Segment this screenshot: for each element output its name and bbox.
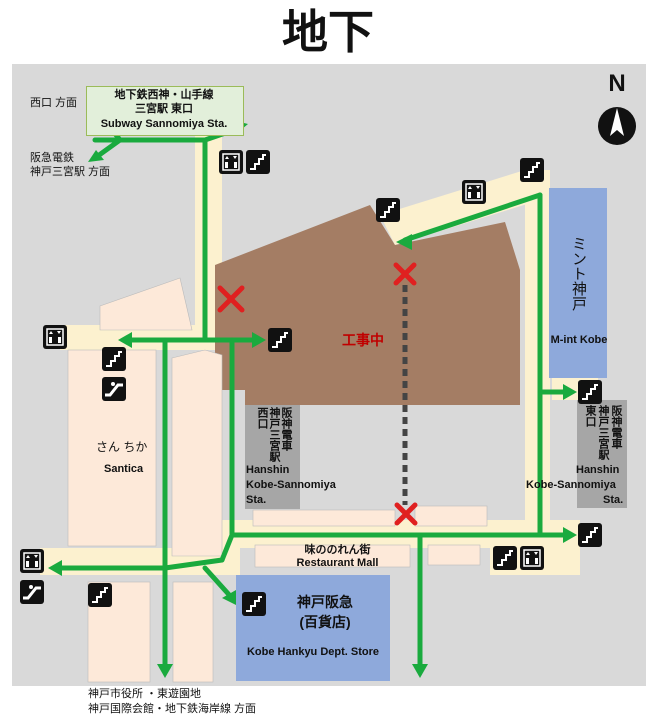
- arrow: [396, 234, 412, 250]
- mint-kobe-box: [549, 188, 607, 378]
- arrow: [563, 384, 577, 400]
- escalator-icon: [20, 580, 44, 604]
- subway-line1: 地下鉄西神・山手線: [114, 89, 214, 101]
- santica-jp: さん ちか: [96, 440, 148, 454]
- hanshin-east-box: [577, 400, 627, 508]
- construction-area: [215, 205, 520, 405]
- stairs-icon: [242, 592, 266, 616]
- hankyu-exit-label-2: 神戸三宮駅 方面: [30, 166, 111, 178]
- subway-station-box: [86, 86, 244, 136]
- hanshin-east-col1: 阪神電車: [610, 405, 622, 449]
- hanshin-east-col3: 東口: [584, 405, 596, 427]
- corridor-block: [414, 505, 488, 527]
- hanshin-east-col2: 神戸三宮駅: [597, 405, 609, 460]
- closed-x-icon: [393, 262, 417, 286]
- hanshin-west-col3: 西口: [256, 407, 268, 429]
- arrow: [118, 332, 132, 348]
- routes: [52, 105, 573, 673]
- hanshin-west-box: [245, 405, 300, 509]
- arrow: [222, 590, 238, 606]
- corridor-block: [252, 509, 396, 527]
- mint-kobe-jp: ミント神戸: [570, 236, 587, 311]
- hanshin-west-en2: Kobe-Sannomiya: [246, 479, 336, 491]
- hankyu-exit-label-1: 阪急電鉄: [30, 152, 74, 164]
- construction-label: 工事中: [342, 332, 384, 348]
- corridor-block: [172, 581, 214, 683]
- kobe-hankyu-line1: 神戸阪急: [297, 594, 353, 610]
- corridor-block: [254, 544, 411, 568]
- hanshin-west-col1: 阪神電車: [280, 407, 292, 451]
- stairs-icon: [376, 198, 400, 222]
- arrow: [412, 664, 428, 678]
- restaurant-jp: 味ののれん街: [304, 544, 371, 556]
- arrow: [157, 664, 173, 678]
- walkway: [380, 170, 540, 245]
- stairs-icon: [578, 523, 602, 547]
- elevator-icon: [520, 546, 544, 570]
- kobe-hankyu-line2: (百貨店): [299, 614, 351, 630]
- elevator-icon: [462, 180, 486, 204]
- mint-kobe-en: M-int Kobe: [550, 334, 608, 346]
- hanshin-west-col2: 神戸三宮駅: [268, 407, 280, 462]
- stairs-icon: [102, 347, 126, 371]
- hanshin-east-en3: Sta.: [603, 494, 624, 506]
- arrow: [563, 527, 577, 543]
- corridor-block: [99, 277, 193, 331]
- elevator-icon: [43, 325, 67, 349]
- closed-x-icon: [217, 285, 245, 313]
- kobe-hankyu-en: Kobe Hankyu Dept. Store: [246, 646, 380, 658]
- hanshin-west-en1: Hanshin: [246, 464, 290, 476]
- escalator-icon: [102, 377, 126, 401]
- hanshin-east-en2: Kobe-Sannomiya: [526, 479, 616, 491]
- subway-line3: Subway Sannomiya Sta.: [100, 118, 228, 130]
- south-exit-label-1: 神戸市役所 ・東遊園地: [88, 688, 202, 700]
- subway-line2: 三宮駅 東口: [134, 103, 194, 115]
- arrow: [252, 332, 266, 348]
- stairs-icon: [246, 150, 270, 174]
- stairs-icon: [268, 328, 292, 352]
- compass-letter: N: [608, 70, 626, 97]
- stairs-icon: [520, 158, 544, 182]
- elevator-icon: [219, 150, 243, 174]
- compass-icon: [598, 107, 636, 145]
- hanshin-east-en1: Hanshin: [576, 464, 620, 476]
- corridor-block: [427, 544, 481, 566]
- hanshin-west-en3: Sta.: [246, 494, 267, 506]
- stairs-icon: [88, 583, 112, 607]
- corridor-block: [171, 349, 223, 557]
- santica-en: Santica: [104, 463, 144, 475]
- page-title: 地下: [282, 6, 374, 58]
- stairs-icon: [578, 380, 602, 404]
- arrow: [48, 560, 62, 576]
- arrow: [88, 150, 104, 162]
- restaurant-en: Restaurant Mall: [296, 557, 379, 569]
- south-exit-label-2: 神戸国際会館・地下鉄海岸線 方面: [88, 703, 257, 715]
- west-exit-label: 西口 方面: [30, 97, 78, 109]
- elevator-icon: [20, 549, 44, 573]
- stairs-icon: [493, 546, 517, 570]
- closed-x-icon: [394, 502, 418, 526]
